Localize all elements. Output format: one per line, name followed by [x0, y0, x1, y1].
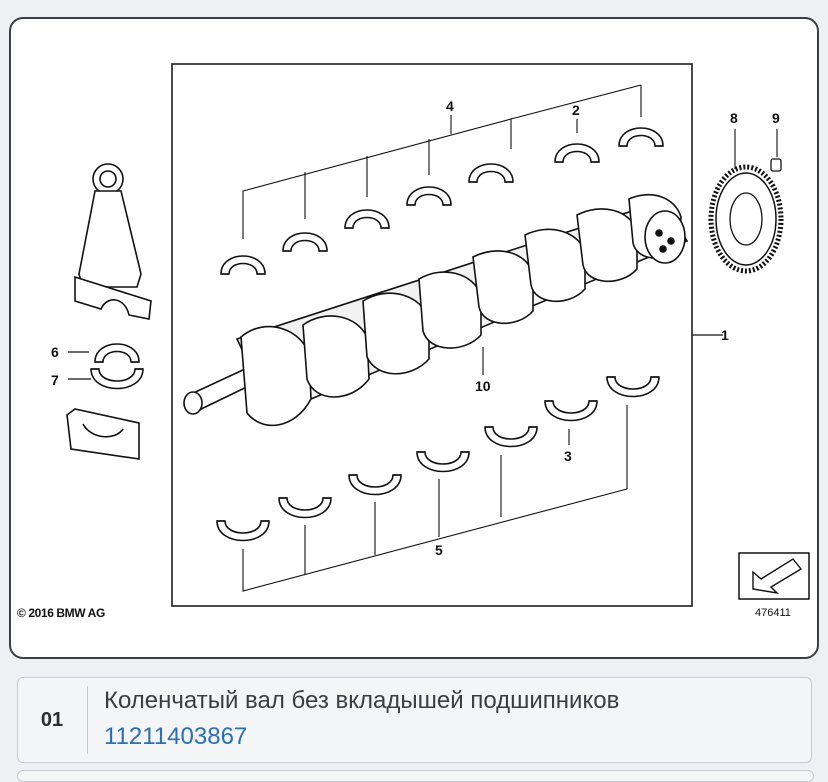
part-index: 01 — [40, 708, 64, 731]
callout-2: 2 — [572, 102, 580, 118]
callout-4: 4 — [446, 98, 454, 114]
part-number-link[interactable]: 11211403867 — [104, 723, 248, 750]
part-name: Коленчатый вал без вкладышей подшипников — [104, 687, 620, 714]
copyright-text: © 2016 BMW AG — [17, 606, 105, 620]
arrow-icon — [738, 552, 810, 600]
callout-6: 6 — [51, 344, 59, 360]
crankshaft-illustration — [183, 193, 689, 427]
bearing-shell-illustration — [90, 343, 144, 390]
part-list-item[interactable]: 01 Коленчатый вал без вкладышей подшипни… — [17, 677, 812, 763]
image-number: 476411 — [755, 607, 791, 619]
bolt-illustration — [770, 158, 782, 172]
next-list-item[interactable] — [17, 770, 814, 782]
callout-8: 8 — [730, 110, 738, 126]
callout-7: 7 — [51, 372, 59, 388]
callout-10: 10 — [475, 378, 491, 394]
callout-9: 9 — [772, 110, 780, 126]
parts-diagram-card: 6 7 4 2 — [9, 17, 819, 659]
parts-diagram: 6 7 4 2 — [17, 63, 810, 620]
callout-3: 3 — [564, 448, 572, 464]
flywheel-illustration — [708, 164, 784, 274]
divider — [87, 686, 88, 754]
connecting-rod-illustration — [74, 163, 152, 320]
callout-5: 5 — [435, 542, 443, 558]
bearing-cap-illustration — [66, 408, 140, 460]
callout-1: 1 — [721, 327, 729, 343]
